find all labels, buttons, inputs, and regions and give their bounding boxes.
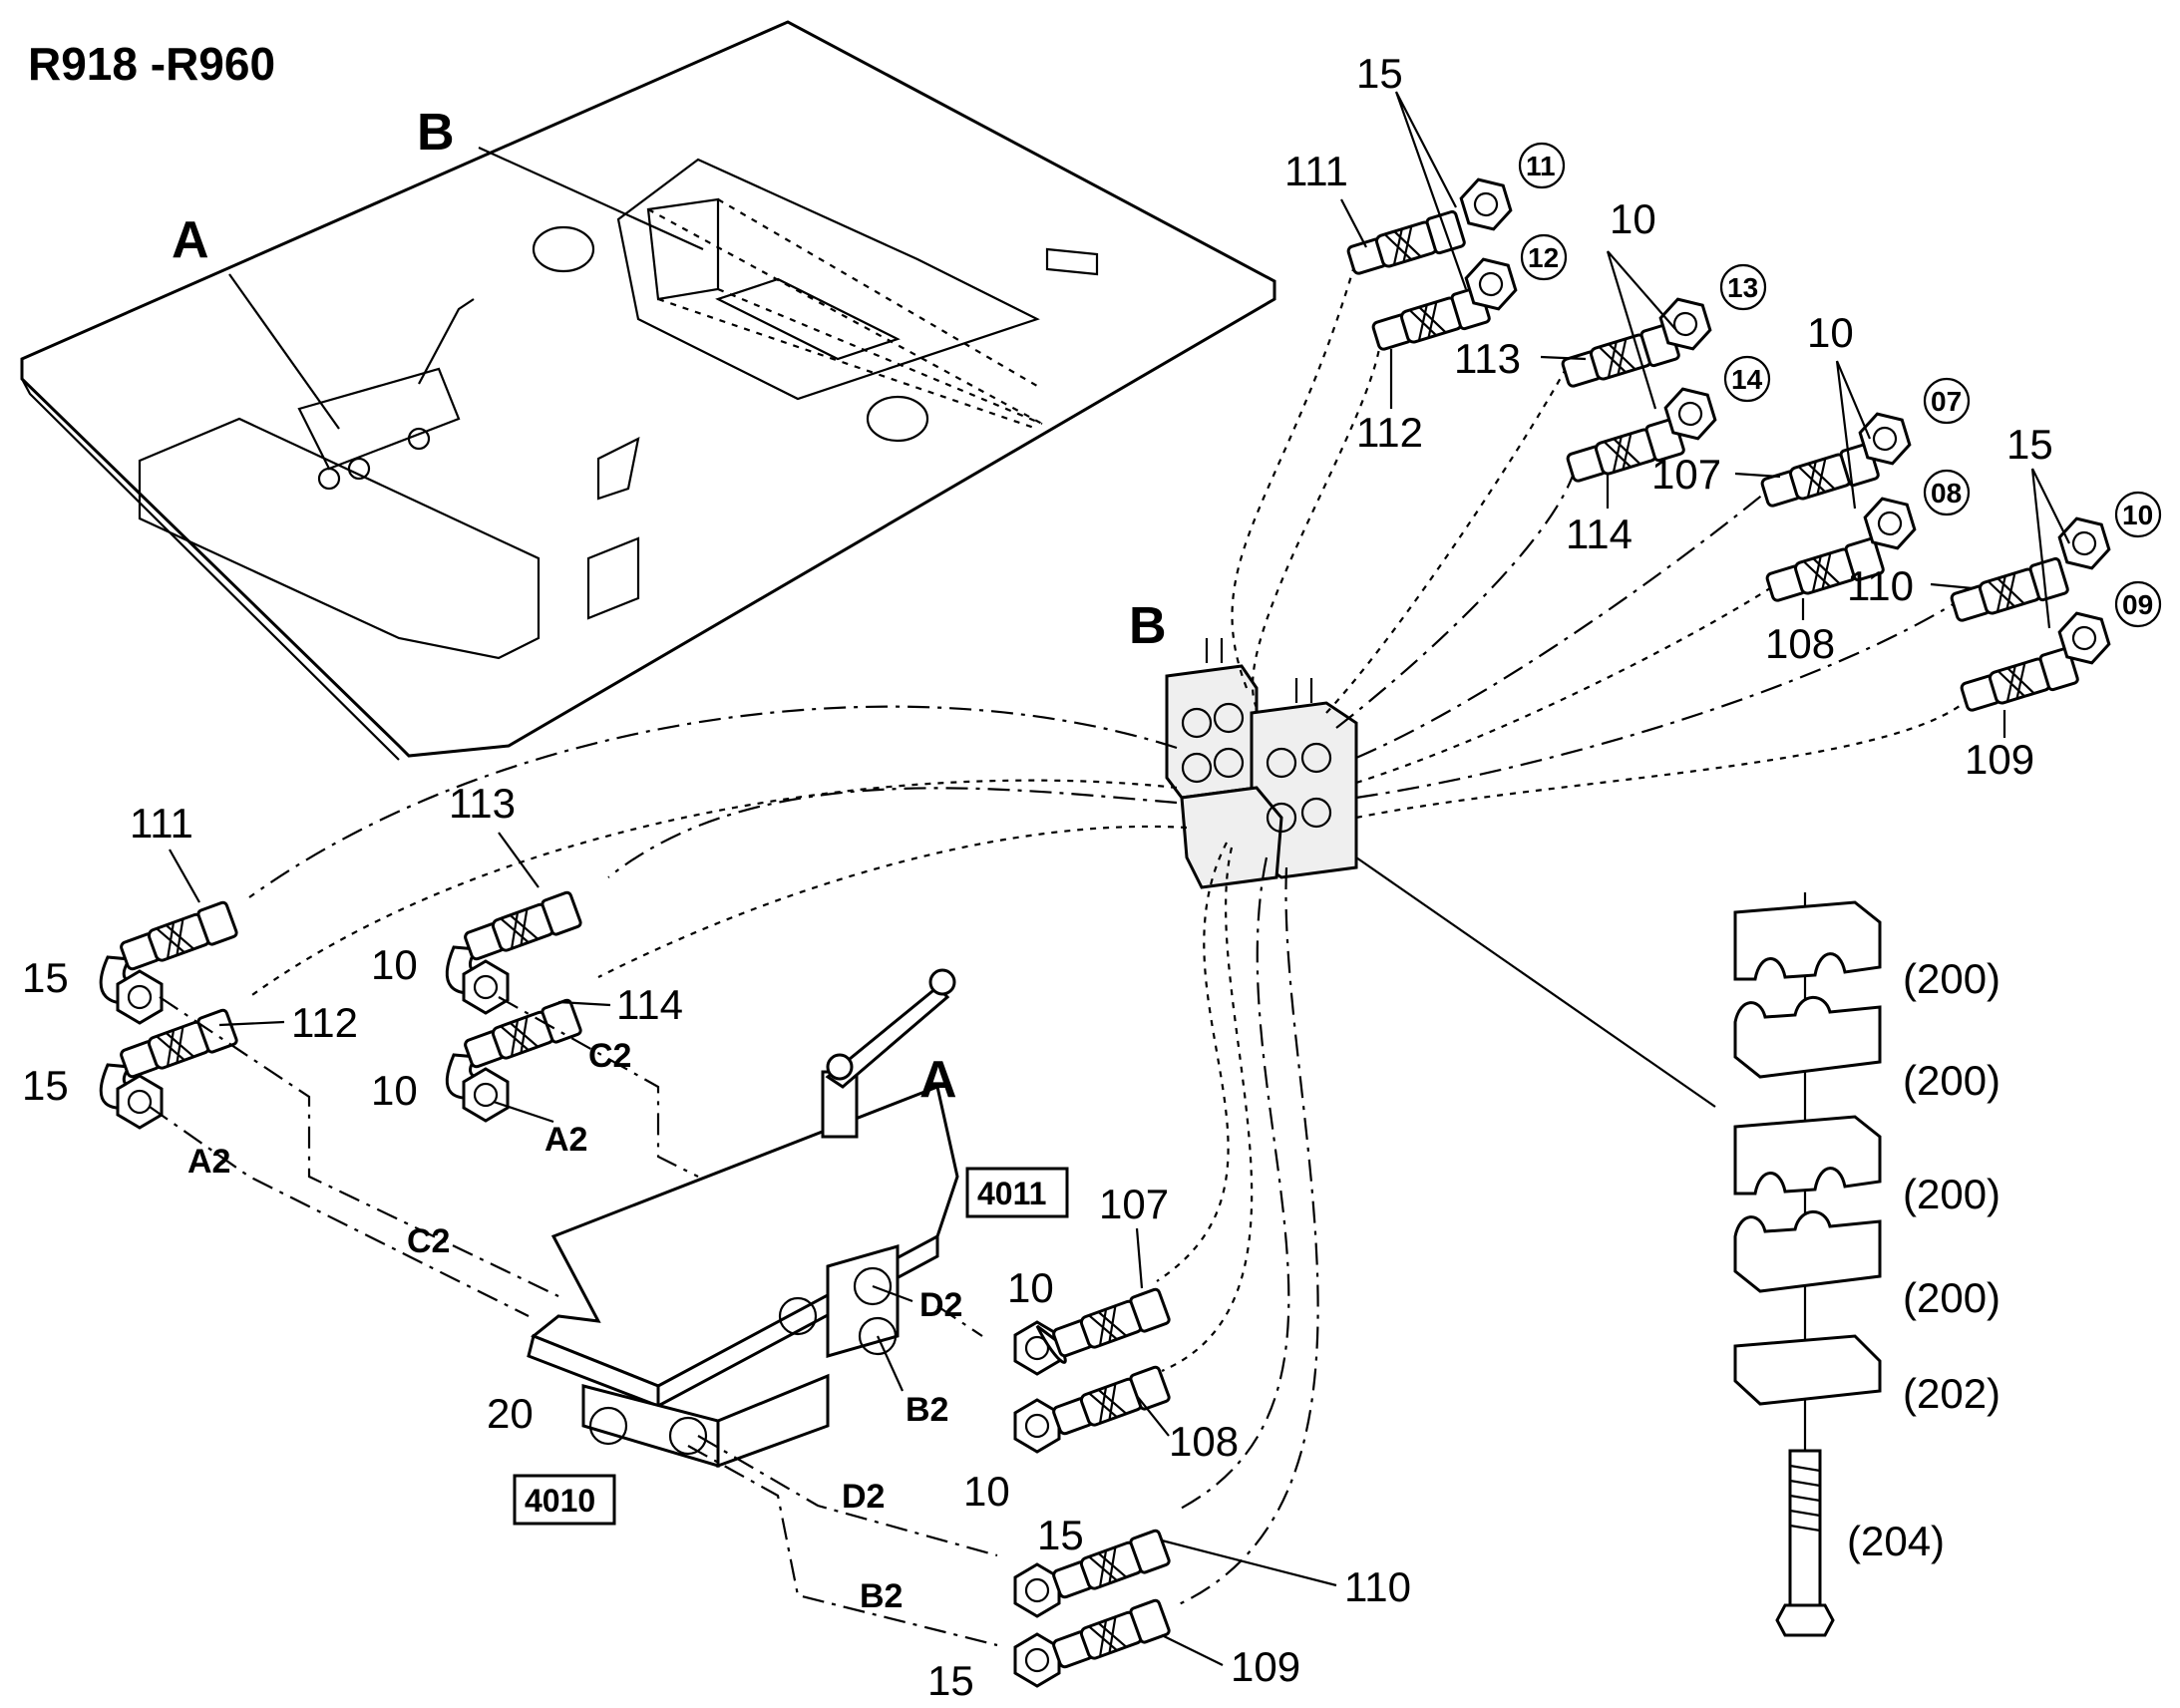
- hose-label-108-bottom: 108: [1169, 1418, 1239, 1465]
- hose-label-110-bottom: 110: [1344, 1563, 1411, 1610]
- circled-position-12: 12: [1520, 233, 1568, 281]
- plate-label: (202): [1903, 1370, 2000, 1417]
- circled-position-10: 10: [2114, 491, 2162, 538]
- svg-text:14: 14: [1731, 364, 1763, 395]
- size-label-bottom-b: 10: [963, 1468, 1010, 1515]
- circled-position-07: 07: [1923, 377, 1971, 425]
- svg-text:13: 13: [1727, 272, 1758, 303]
- clamp-label-1: (200): [1903, 955, 2000, 1002]
- svg-text:10: 10: [2122, 500, 2153, 530]
- port-code-a2-left: A2: [187, 1143, 230, 1181]
- floor-plate-overview: [20, 20, 1276, 761]
- circled-position-13: 13: [1719, 263, 1767, 311]
- hose-label-114-top: 114: [1566, 511, 1633, 557]
- port-code-b2-bottom: B2: [860, 1577, 903, 1615]
- valve-part-number: 20: [487, 1390, 534, 1437]
- hose-label-109-bottom: 109: [1231, 1643, 1300, 1690]
- hose-label-109-top: 109: [1965, 736, 2034, 783]
- circled-position-14: 14: [1723, 355, 1771, 403]
- port-code-d2-top: D2: [919, 1286, 962, 1324]
- view-label-b-detail: B: [1129, 597, 1167, 655]
- size-label-top-111-112: 15: [1356, 50, 1403, 97]
- size-label-left-d: 10: [371, 1067, 418, 1114]
- hose-label-107-bottom: 107: [1099, 1181, 1169, 1227]
- hose-label-112-top: 112: [1356, 409, 1423, 456]
- port-code-a2-mid: A2: [545, 1121, 587, 1159]
- hose-routing-lines: [248, 258, 1971, 1606]
- view-label-a-detail: A: [919, 1051, 957, 1109]
- circled-position-08: 08: [1923, 469, 1971, 516]
- size-label-bottom-a: 10: [1007, 1264, 1054, 1311]
- clamp-label-2: (200): [1903, 1057, 2000, 1104]
- circled-position-11: 11: [1518, 142, 1566, 189]
- hose-label-108-top: 108: [1765, 620, 1835, 667]
- boxed-ref-4010: 4010: [513, 1474, 616, 1526]
- hose-label-112-left: 112: [291, 999, 358, 1046]
- view-label-b-overview: B: [417, 104, 455, 162]
- hose-label-110-top: 110: [1847, 562, 1914, 609]
- svg-text:11: 11: [1526, 151, 1556, 181]
- hose-label-111-left: 111: [130, 800, 193, 847]
- hose-label-107-top: 107: [1651, 451, 1721, 498]
- port-code-c2-mid: C2: [588, 1037, 631, 1075]
- port-code-c2-left: C2: [407, 1222, 450, 1260]
- size-label-top-107-108: 10: [1807, 309, 1854, 356]
- hose-label-113-left: 113: [449, 780, 516, 827]
- size-label-bottom-c: 15: [1037, 1512, 1084, 1558]
- svg-text:12: 12: [1528, 242, 1559, 273]
- hose-label-114-left: 114: [616, 981, 683, 1028]
- svg-text:08: 08: [1931, 478, 1962, 509]
- view-label-a-overview: A: [172, 211, 209, 269]
- size-label-top-113-114: 10: [1610, 195, 1656, 242]
- bolt-label: (204): [1847, 1518, 1945, 1564]
- size-label-left-b: 15: [22, 1062, 69, 1109]
- port-code-b2-top: B2: [906, 1391, 948, 1429]
- left-hose-set: [99, 889, 583, 1130]
- boxed-ref-4011: 4011: [965, 1167, 1069, 1218]
- clamp-stack-exploded: [1733, 892, 1882, 1637]
- clamp-label-3: (200): [1903, 1171, 2000, 1217]
- svg-text:4010: 4010: [525, 1483, 595, 1519]
- bottom-hose-set: [1013, 1286, 1172, 1688]
- hose-label-113-top: 113: [1454, 335, 1521, 382]
- valve-block-a: [527, 968, 959, 1469]
- size-label-bottom-d: 15: [927, 1657, 974, 1704]
- size-label-left-a: 15: [22, 954, 69, 1001]
- size-label-top-110-109: 15: [2006, 421, 2053, 468]
- port-code-d2-bottom: D2: [842, 1478, 885, 1516]
- circled-position-09: 09: [2114, 580, 2162, 628]
- svg-text:07: 07: [1931, 386, 1962, 417]
- top-hose-set: [1344, 171, 2115, 717]
- svg-text:09: 09: [2122, 589, 2153, 620]
- clamp-label-4: (200): [1903, 1274, 2000, 1321]
- hose-label-111-top: 111: [1284, 148, 1348, 194]
- diagram-title: R918 -R960: [28, 38, 275, 90]
- svg-text:4011: 4011: [977, 1176, 1046, 1211]
- size-label-left-c: 10: [371, 941, 418, 988]
- clamp-block-b: [1165, 638, 1358, 889]
